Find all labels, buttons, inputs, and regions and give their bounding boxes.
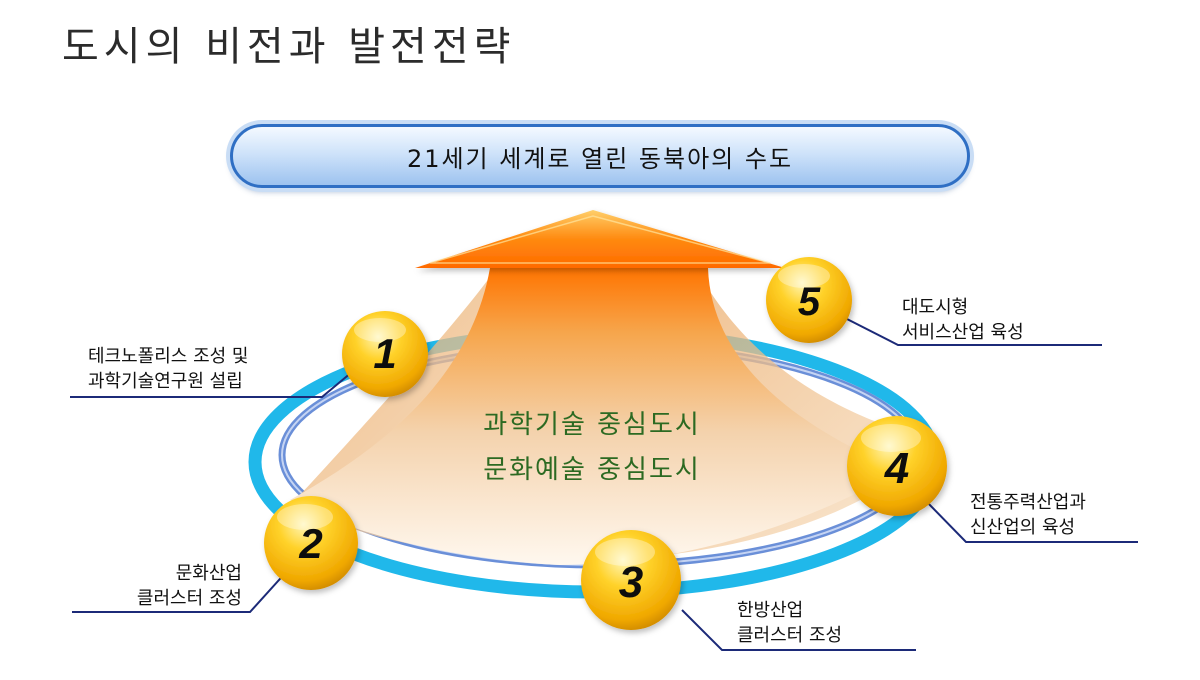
strategy-label-4-line1: 전통주력산업과 (970, 492, 1086, 513)
strategy-label-1: 테크노폴리스 조성 및 과학기술연구원 설립 (88, 344, 248, 394)
strategy-number-5: 5 (798, 280, 821, 324)
strategy-number-4: 4 (884, 444, 909, 493)
strategy-label-2-line2: 클러스터 조성 (136, 588, 242, 609)
strategy-number-3: 3 (619, 558, 643, 607)
vision-text: 21세기 세계로 열린 동북아의 수도 (406, 144, 794, 173)
strategy-label-3: 한방산업 클러스터 조성 (737, 598, 842, 648)
leader-line-1 (70, 371, 353, 398)
strategy-ball-2: 2 (264, 496, 358, 590)
arrow-body (290, 268, 900, 565)
strategy-ball-5: 5 (766, 257, 852, 343)
strategy-label-3-line1: 한방산업 (737, 600, 804, 621)
strategy-number-1: 1 (373, 330, 396, 377)
strategy-label-4: 전통주력산업과 신산업의 육성 (970, 490, 1086, 540)
strategy-label-5-line1: 대도시형 (902, 297, 969, 318)
strategy-number-2: 2 (298, 520, 322, 567)
strategy-ball-3: 3 (581, 530, 681, 630)
strategy-label-3-line2: 클러스터 조성 (737, 625, 843, 646)
strategy-label-2-line1: 문화산업 (175, 563, 242, 584)
center-line-2: 문화예술 중심도시 (483, 455, 701, 485)
leader-line-2 (72, 569, 289, 613)
strategy-label-5: 대도시형 서비스산업 육성 (902, 295, 1024, 345)
strategy-label-1-line2: 과학기술연구원 설립 (88, 371, 243, 392)
strategy-ball-4: 4 (847, 416, 947, 516)
strategy-label-4-line2: 신산업의 육성 (970, 517, 1076, 538)
leader-line-5 (844, 317, 1102, 346)
strategy-label-5-line2: 서비스산업 육성 (902, 322, 1024, 343)
page-title: 도시의 비전과 발전전략 (62, 24, 516, 70)
strategy-label-1-line1: 테크노폴리스 조성 및 (88, 346, 249, 367)
leader-line-3 (681, 609, 916, 651)
strategy-ball-1: 1 (342, 311, 428, 397)
strategy-label-2: 문화산업 클러스터 조성 (90, 561, 242, 611)
vision-banner: 21세기 세계로 열린 동북아의 수도 (230, 124, 970, 188)
leader-line-4 (924, 499, 1138, 543)
arrow-head (415, 210, 785, 268)
center-line-1: 과학기술 중심도시 (483, 410, 701, 440)
